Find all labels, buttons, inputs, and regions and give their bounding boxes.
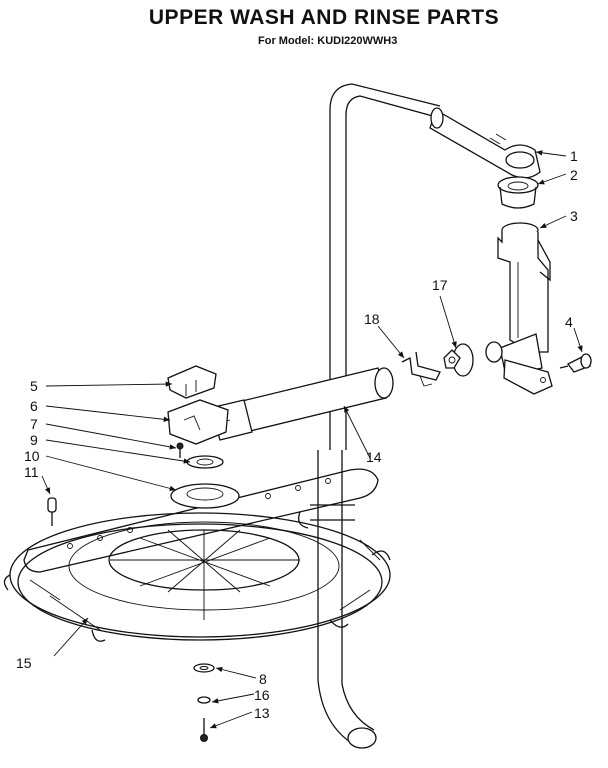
callout-18: 18 [364,311,380,327]
callout-16: 16 [254,687,270,703]
part-11-clip [47,497,57,526]
model-subtitle: For Model: KUDI220WWH3 [258,35,398,47]
part-6-hub [167,399,229,445]
callout-17: 17 [432,277,448,293]
part-15-rack [3,511,391,642]
lower-tube [310,450,377,749]
part-5-cap [167,365,217,399]
part-18-clip [401,351,441,387]
part-1-hose-elbow [429,107,541,179]
callout-1: 1 [570,148,578,164]
callout-5: 5 [30,378,38,394]
spray-arm [23,468,379,573]
callout-14: 14 [366,449,382,465]
mounting-plate [503,359,553,395]
part-8-washer [193,663,215,673]
part-13-screw [200,718,208,742]
part-17-nozzle [443,333,543,377]
callout-15: 15 [16,655,32,671]
callout-13: 13 [254,705,270,721]
part-16-seal [197,696,211,704]
callout-2: 2 [570,167,578,183]
callout-4: 4 [565,314,573,330]
part-7-screw [176,442,184,458]
callout-8: 8 [259,671,267,687]
part-4-plug [559,353,592,373]
part-9-washer [186,455,224,469]
callout-3: 3 [570,208,578,224]
part-14-arm-tube [209,367,394,441]
page-title: UPPER WASH AND RINSE PARTS [148,6,500,29]
callout-6: 6 [30,398,38,414]
part-3-manifold [497,222,551,353]
callout-10: 10 [24,448,40,464]
leader-lines [41,150,583,729]
callout-11: 11 [24,464,39,480]
supply-tube [329,83,441,450]
callout-9: 9 [30,432,38,448]
callout-7: 7 [30,416,38,432]
part-2-seal [497,176,539,209]
